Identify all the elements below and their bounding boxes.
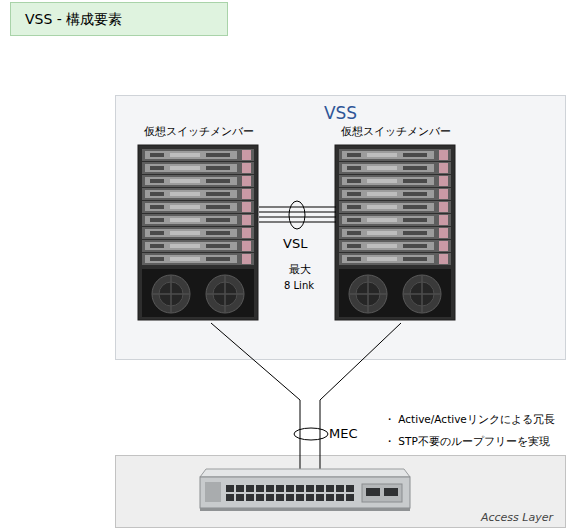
mec-link bbox=[211, 323, 300, 455]
member-heading: 仮想スイッチメンバー bbox=[139, 124, 259, 139]
feature-note: ・ STP不要のループフリーを実現 bbox=[384, 435, 550, 449]
bundle-name: MEC bbox=[329, 426, 358, 441]
vsl-bundle-ring bbox=[289, 201, 305, 229]
uplink-wire bbox=[300, 455, 320, 472]
chassis-illustration bbox=[138, 145, 258, 320]
title-box: VSS - 構成要素 bbox=[10, 2, 228, 36]
feature-note: ・ Active/Activeリンクによる冗長 bbox=[384, 413, 555, 427]
mec-bundle-ring bbox=[294, 428, 328, 440]
switch-member: 仮想スイッチメンバー bbox=[139, 123, 259, 323]
access-switch bbox=[200, 469, 410, 511]
switch-member: 仮想スイッチメンバー bbox=[336, 123, 456, 323]
link-label: VSL bbox=[283, 236, 307, 251]
title-text: VSS - 構成要素 bbox=[25, 3, 122, 36]
vsl-note: 8 Link bbox=[284, 280, 314, 291]
vsl-link bbox=[259, 207, 336, 222]
vss-group-box: VSS仮想スイッチメンバー 仮想スイッチメンバー bbox=[115, 95, 566, 360]
access-layer-box: Access Layer bbox=[115, 455, 566, 528]
vsl-note: 最大 bbox=[289, 262, 311, 277]
chassis-illustration bbox=[335, 145, 455, 320]
group-heading: VSS bbox=[116, 103, 565, 123]
layer-name: Access Layer bbox=[481, 511, 553, 524]
member-heading: 仮想スイッチメンバー bbox=[336, 124, 456, 139]
